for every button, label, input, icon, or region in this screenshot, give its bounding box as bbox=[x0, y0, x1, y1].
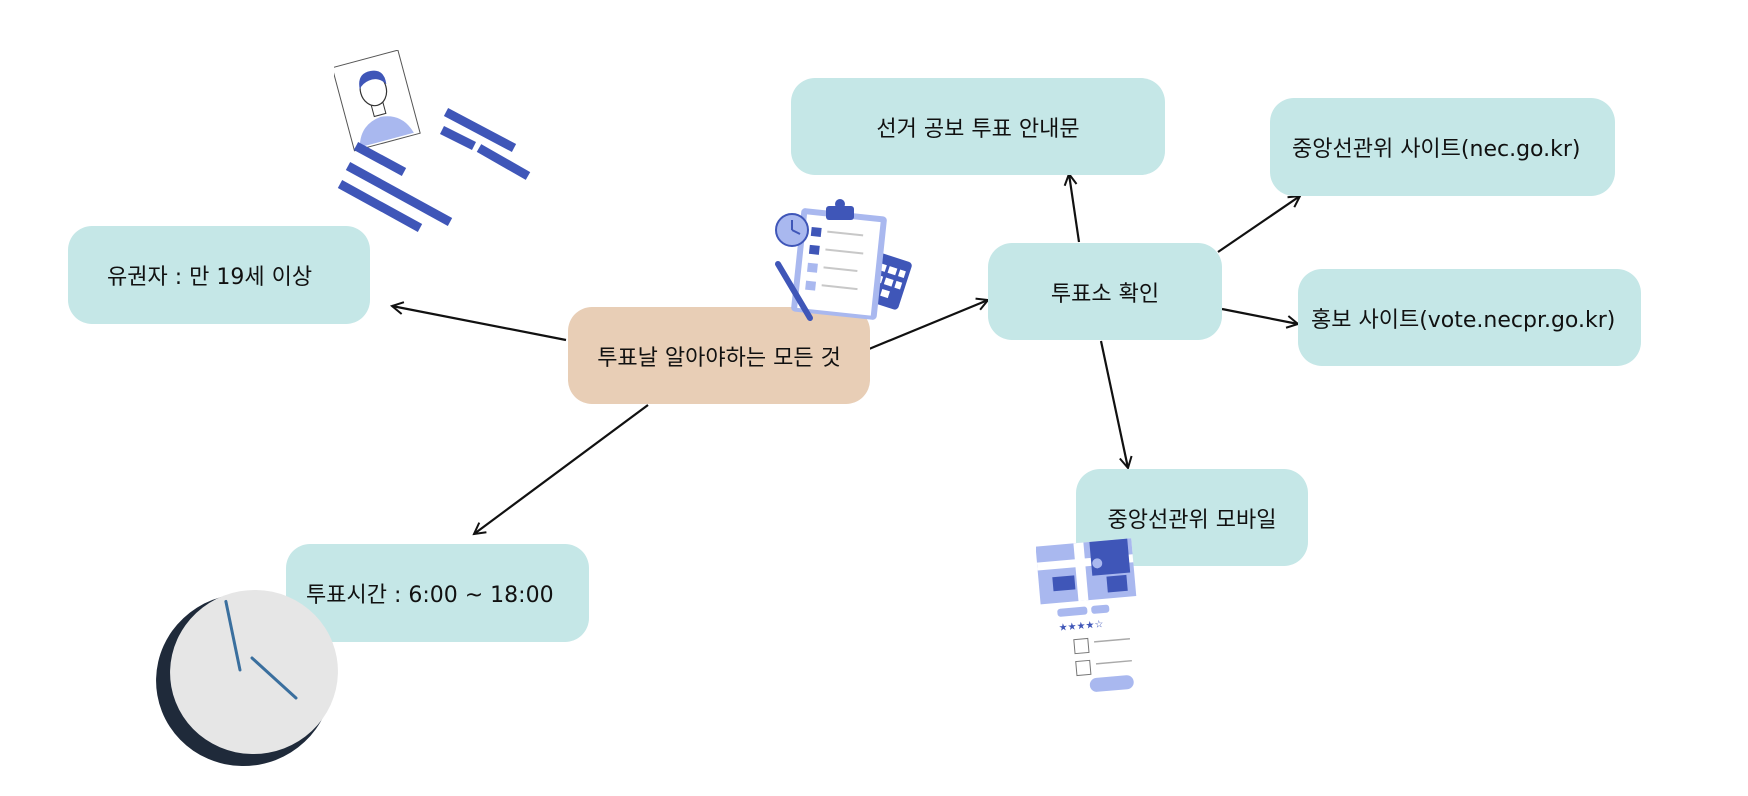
checklist-clipboard-icon bbox=[775, 199, 912, 321]
svg-text:★★★★☆: ★★★★☆ bbox=[1058, 619, 1104, 634]
arrow-to-election-notice bbox=[1069, 174, 1081, 243]
arrow-to-eligibility bbox=[392, 306, 567, 342]
eligibility-node: 유권자 : 만 19세 이상 bbox=[68, 226, 370, 324]
arrow-to-voting-hours bbox=[474, 404, 649, 534]
election-notice-label: 선거 공보 투표 안내문 bbox=[876, 116, 1080, 142]
arrow-to-promo-site bbox=[1221, 307, 1298, 324]
arrow-to-nec-mobile bbox=[1099, 340, 1128, 468]
promo-site-node: 홍보 사이트(vote.necpr.go.kr) bbox=[1298, 269, 1641, 366]
arrow-to-nec-site bbox=[1217, 196, 1300, 253]
nec-site-label: 중앙선관위 사이트(nec.go.kr) bbox=[1292, 137, 1581, 162]
nec-mobile-node: 중앙선관위 모바일 bbox=[1076, 469, 1308, 566]
center-topic-node: 투표날 알아야하는 모든 것 bbox=[568, 307, 870, 404]
polling-place-node: 투표소 확인 bbox=[988, 243, 1222, 340]
mobile-app-icon: ★★★★☆ bbox=[1036, 538, 1145, 697]
arrow-to-polling-place bbox=[868, 300, 988, 351]
eligibility-label: 유권자 : 만 19세 이상 bbox=[107, 265, 313, 290]
clock-icon bbox=[156, 589, 338, 767]
election-notice-node: 선거 공보 투표 안내문 bbox=[791, 78, 1165, 175]
center-topic-label: 투표날 알아야하는 모든 것 bbox=[597, 345, 841, 371]
polling-place-label: 투표소 확인 bbox=[1050, 281, 1160, 307]
voting-hours-label: 투표시간 : 6:00 ~ 18:00 bbox=[306, 583, 554, 608]
id-card-icon bbox=[334, 50, 531, 232]
promo-site-label: 홍보 사이트(vote.necpr.go.kr) bbox=[1311, 307, 1616, 333]
voting-hours-node: 투표시간 : 6:00 ~ 18:00 bbox=[286, 544, 589, 642]
nec-site-node: 중앙선관위 사이트(nec.go.kr) bbox=[1270, 98, 1615, 196]
nec-mobile-label: 중앙선관위 모바일 bbox=[1107, 507, 1277, 533]
